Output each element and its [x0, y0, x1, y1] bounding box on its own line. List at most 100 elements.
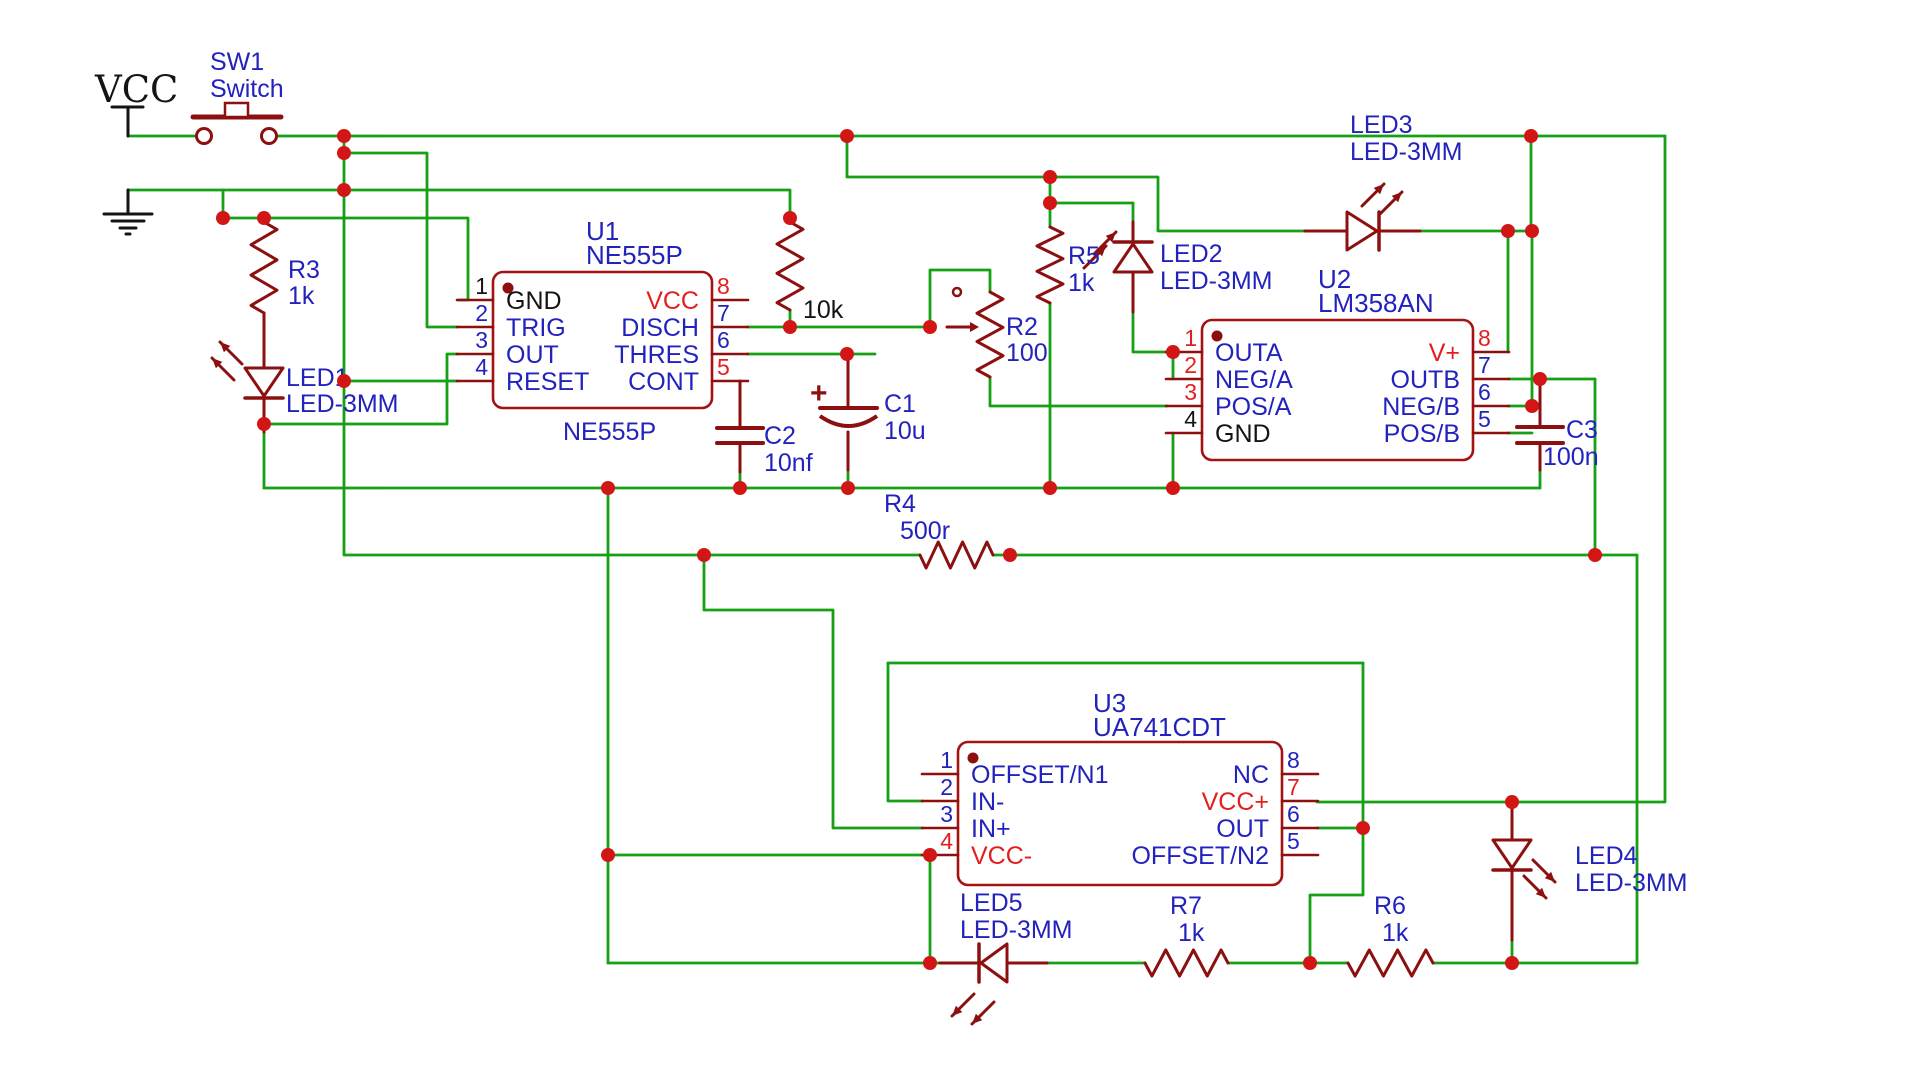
r2-value: 100	[1006, 339, 1048, 367]
junction-dot	[1043, 481, 1057, 495]
wire	[342, 188, 922, 557]
pin-label: IN-	[971, 788, 1004, 816]
wire	[886, 661, 925, 803]
wires	[102, 105, 1667, 965]
pin-label: DISCH	[621, 314, 699, 342]
potentiometer-wiper[interactable]	[945, 286, 979, 332]
junction-dot	[601, 481, 615, 495]
pin-number: 6	[1478, 379, 1491, 405]
r5-value: 1k	[1068, 269, 1095, 297]
ic-part: NE555P	[586, 240, 683, 270]
pin-number: 8	[1287, 747, 1300, 773]
arrowhead	[1095, 246, 1106, 257]
led3-value: LED-3MM	[1350, 138, 1463, 166]
switch-SW1[interactable]	[190, 101, 284, 145]
led-LED1[interactable]	[210, 340, 285, 400]
led-triangle	[979, 942, 1009, 984]
led-triangle	[243, 366, 285, 398]
pin-label: RESET	[506, 368, 589, 396]
pin-label: OUTB	[1391, 366, 1460, 394]
junction-dot	[1588, 548, 1602, 562]
led5-value: LED-3MM	[960, 916, 1073, 944]
capacitor-C1[interactable]	[818, 406, 879, 428]
resistor-R3[interactable]	[249, 220, 279, 315]
resistor-body	[249, 220, 279, 315]
wire	[342, 151, 460, 329]
resistor-R-10k[interactable]	[775, 220, 805, 312]
pin-number: 5	[1478, 406, 1491, 432]
pin-label: NEG/A	[1215, 366, 1293, 394]
junction-dot	[601, 848, 615, 862]
resistor-body	[1346, 948, 1435, 978]
vcc-label: VCC	[94, 68, 178, 111]
pin-number: 1	[1184, 325, 1197, 351]
resistor-body	[1035, 225, 1065, 305]
junction-dot	[1043, 170, 1057, 184]
pin-number: 4	[1184, 406, 1197, 432]
arrowhead	[952, 1005, 963, 1016]
ic-ref: U2	[1318, 264, 1351, 294]
wire	[1315, 134, 1667, 804]
junction-dot	[257, 417, 271, 431]
r10k-value: 10k	[803, 296, 844, 324]
resistor-R2[interactable]	[975, 290, 1005, 379]
arrowhead	[1544, 871, 1555, 882]
led-LED3[interactable]	[1345, 182, 1404, 252]
capacitor-C3[interactable]	[1515, 425, 1565, 445]
ic-ref: U3	[1093, 688, 1126, 718]
led-LED5[interactable]	[950, 942, 1009, 1026]
junction-dot	[1525, 399, 1539, 413]
pin-label: NEG/B	[1382, 393, 1460, 421]
resistor-body	[975, 290, 1005, 379]
led-triangle	[1112, 242, 1154, 274]
ic-part: UA741CDT	[1093, 712, 1226, 742]
wire	[988, 375, 1169, 408]
arrowhead	[1373, 184, 1384, 195]
c2-ref: C2	[764, 422, 796, 450]
pin-label: GND	[506, 287, 562, 315]
pin-label: OFFSET/N1	[971, 761, 1109, 789]
c1-ref: C1	[884, 390, 916, 418]
pin-label: OUTA	[1215, 339, 1283, 367]
capacitor-C2[interactable]	[715, 426, 765, 445]
junction-dot	[841, 481, 855, 495]
arrowhead	[1535, 887, 1546, 898]
led-LED2[interactable]	[1082, 230, 1154, 274]
resistor-R5[interactable]	[1035, 225, 1065, 305]
pin-number: 7	[1478, 352, 1491, 378]
junction-dot	[1533, 372, 1547, 386]
resistor-body	[1143, 948, 1230, 978]
resistor-R7[interactable]	[1143, 948, 1230, 978]
switch-terminal	[195, 127, 213, 145]
r5-ref: R5	[1068, 242, 1100, 270]
junction-dot	[337, 374, 351, 388]
led-LED4[interactable]	[1491, 838, 1557, 900]
pin-number: 5	[1287, 828, 1300, 854]
arrowhead	[1391, 192, 1402, 203]
junction-dot	[1524, 129, 1538, 143]
pin-number: 1	[940, 747, 953, 773]
junction-dot	[840, 129, 854, 143]
junction-dot	[1166, 481, 1180, 495]
wire	[928, 268, 992, 329]
labels: VCCSW1SwitchR31kLED1LED-3MM10kR2100C210n…	[94, 48, 1688, 947]
resistor-R6[interactable]	[1346, 948, 1435, 978]
u1-footprint: NE555P	[563, 418, 656, 446]
r4-ref: R4	[884, 490, 916, 518]
cap-curved-plate	[818, 414, 879, 428]
resistor-R4[interactable]	[918, 540, 995, 570]
wire	[845, 134, 1307, 233]
led2-ref: LED2	[1160, 240, 1223, 268]
pin-number: 4	[940, 828, 953, 854]
c1-value: 10u	[884, 417, 926, 445]
c3-value: 100n	[1543, 443, 1599, 471]
led-triangle	[1345, 210, 1379, 252]
junction-dot	[923, 320, 937, 334]
pin-label: THRES	[614, 341, 699, 369]
pin-number: 4	[475, 354, 488, 380]
pin-number: 6	[717, 327, 730, 353]
junction-dot	[1525, 224, 1539, 238]
